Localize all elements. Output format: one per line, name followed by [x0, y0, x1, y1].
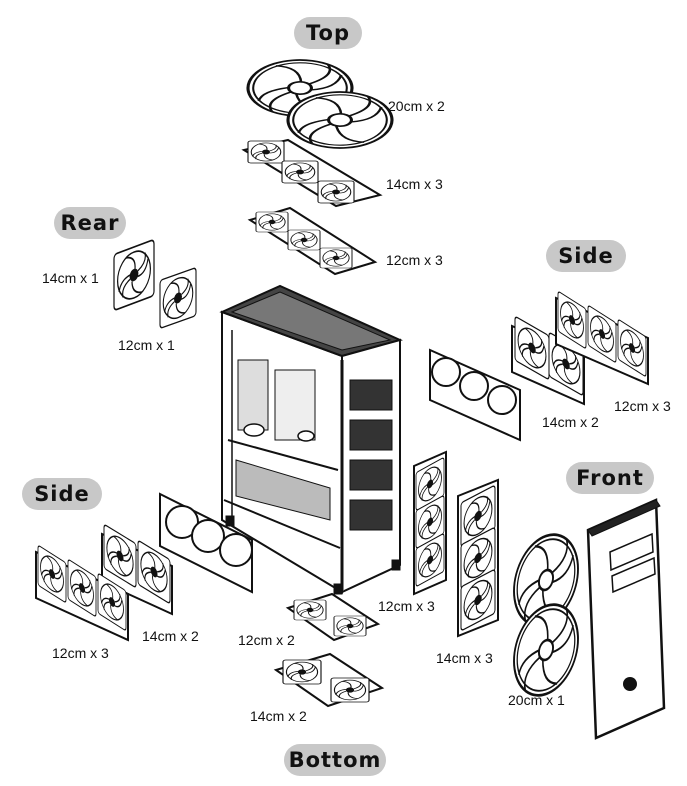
pc-case [219, 284, 403, 595]
bottom-14cm-fans [276, 654, 385, 706]
rear-fans [114, 239, 196, 328]
side-left-14cm-fans [102, 524, 172, 614]
side-left-bracket [159, 492, 253, 594]
section-bottom-label: Bottom [284, 744, 386, 776]
fan-icon [282, 161, 318, 183]
inner-14cm-fans [458, 480, 498, 636]
side-right-bracket [429, 348, 521, 442]
label-inner-14cm: 14cm x 3 [436, 650, 493, 666]
label-rear-12cm: 12cm x 1 [118, 337, 175, 353]
side-right-12cm-fans [556, 291, 648, 384]
top-12cm-fans [247, 208, 378, 274]
front-20cm-fans [514, 525, 578, 705]
top-20cm-fans [241, 56, 398, 151]
bottom-12cm-fans [285, 594, 381, 640]
inner-12cm-fans [414, 452, 446, 594]
label-front-20cm: 20cm x 1 [508, 692, 565, 708]
fan-icon [294, 600, 326, 620]
label-side-left-12cm: 12cm x 3 [52, 645, 109, 661]
label-top-20cm: 20cm x 2 [388, 98, 445, 114]
fan-icon [114, 239, 154, 310]
label-bottom-12cm: 12cm x 2 [238, 632, 295, 648]
section-rear-label: Rear [54, 207, 126, 239]
label-bottom-14cm: 14cm x 2 [250, 708, 307, 724]
section-side-right-label: Side [546, 240, 626, 272]
fan-icon [320, 248, 352, 268]
fan-icon [318, 181, 354, 203]
fan-icon [248, 141, 284, 163]
side-left-12cm-fans [36, 545, 128, 640]
label-top-12cm: 12cm x 3 [386, 252, 443, 268]
section-top-label: Top [294, 17, 362, 49]
label-side-right-12cm: 12cm x 3 [614, 398, 671, 414]
label-inner-12cm: 12cm x 3 [378, 598, 435, 614]
section-side-left-label: Side [22, 478, 102, 510]
fan-icon [160, 268, 196, 329]
label-side-right-14cm: 14cm x 2 [542, 414, 599, 430]
fan-icon [331, 678, 369, 702]
side-right-14cm-fans [512, 316, 584, 404]
fan-icon [283, 660, 321, 684]
fan-icon [334, 616, 366, 636]
top-14cm-fans [244, 140, 383, 206]
front-panel [586, 498, 666, 740]
label-rear-14cm: 14cm x 1 [42, 270, 99, 286]
label-side-left-14cm: 14cm x 2 [142, 628, 199, 644]
fan-icon [256, 212, 288, 232]
fan-icon [288, 230, 320, 250]
label-top-14cm: 14cm x 3 [386, 176, 443, 192]
section-front-label: Front [566, 462, 654, 494]
